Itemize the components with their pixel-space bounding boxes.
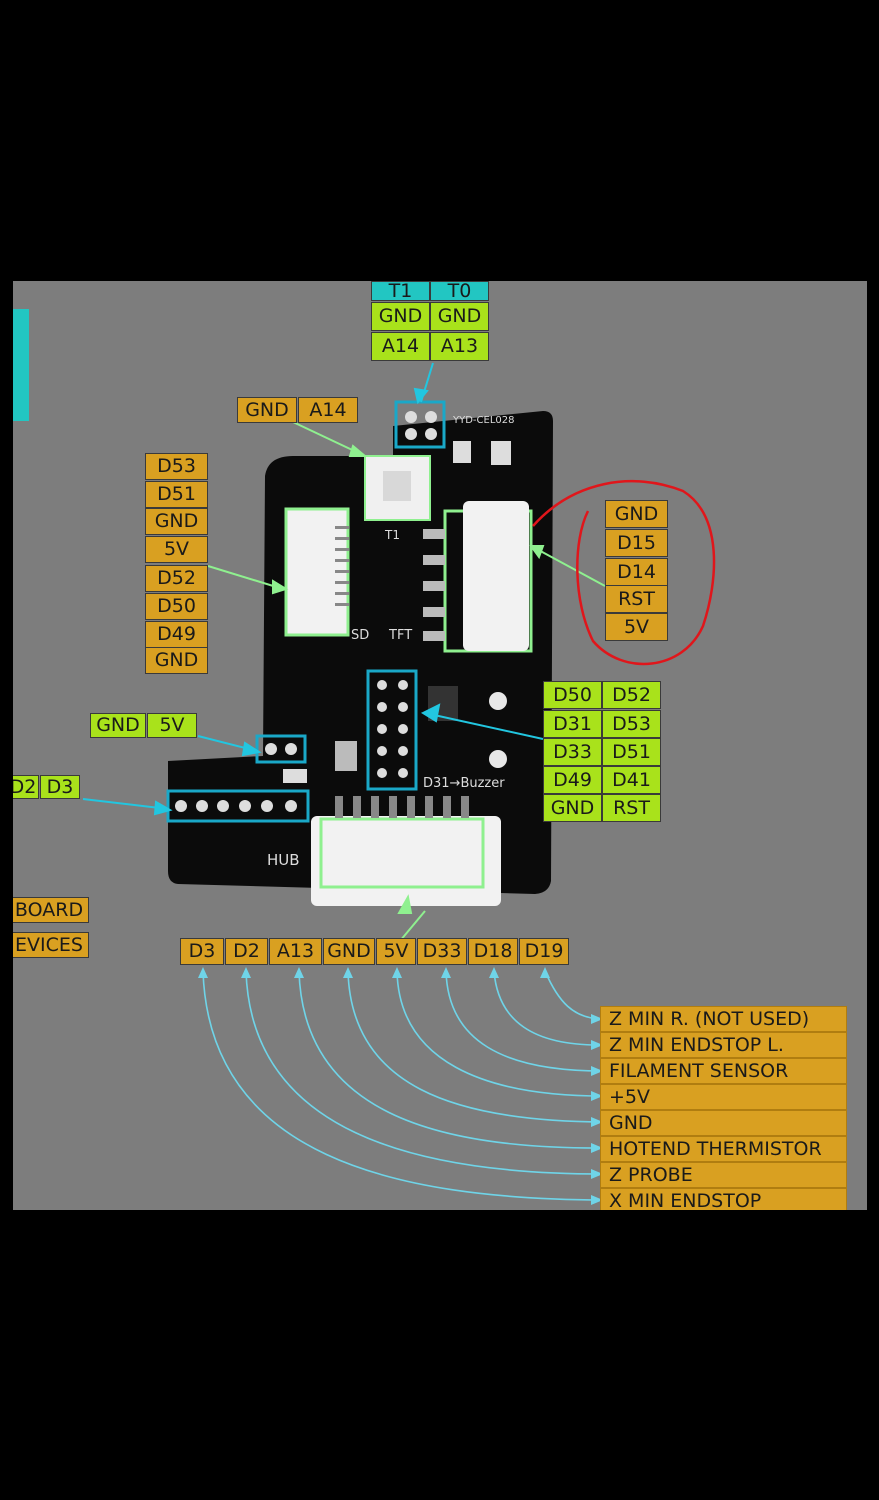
tft-pin-label: D14 (605, 558, 668, 586)
pcb-board (168, 411, 553, 894)
expansion-pin-label: D50 (543, 681, 602, 709)
t1-pin-label: A14 (298, 397, 358, 423)
thermistor-header (394, 400, 446, 449)
side-pin-label: D2 (13, 775, 39, 799)
power-pin-label: GND (90, 713, 146, 738)
thermistor-cell: GND (430, 302, 489, 331)
thermistor-header-t1: T1 (371, 281, 430, 301)
silk-buzzer: D31→Buzzer (423, 776, 505, 791)
tft-pin-label: 5V (605, 613, 668, 641)
hub-wire-arrows (198, 967, 603, 1205)
expansion-pin-label: D52 (602, 681, 661, 709)
hub-pin-label: A13 (269, 938, 322, 965)
hub-function-label: +5V (600, 1084, 847, 1110)
sd-pin-label: GND (145, 508, 208, 535)
tft-pin-label: GND (605, 500, 668, 528)
diagram-panel: YYD-CEL028 T1 SD TFT (13, 281, 867, 1210)
silk-sd: SD (351, 628, 369, 643)
power-header (255, 734, 307, 764)
thermistor-header-t0: T0 (430, 281, 489, 301)
thermistor-cell: A13 (430, 332, 489, 361)
expansion-pin-label: D33 (543, 738, 602, 766)
pcb-diagram: YYD-CEL028 T1 SD TFT (13, 309, 716, 1205)
tft-pins (423, 529, 445, 641)
expansion-pin-label: D53 (602, 710, 661, 738)
hub-function-label: Z MIN R. (NOT USED) (600, 1006, 847, 1032)
tft-pin-label: D15 (605, 529, 668, 557)
expansion-header (366, 669, 418, 791)
hub-function-label: FILAMENT SENSOR (600, 1058, 847, 1084)
hub-wires (202, 970, 604, 1201)
sd-pin-label: GND (145, 647, 208, 674)
left-label: BOARD (13, 897, 89, 923)
hub-pin-label: 5V (376, 938, 416, 965)
thermistor-cell: A14 (371, 332, 430, 361)
tft-pin-label: RST (605, 585, 668, 613)
side-header (166, 789, 310, 823)
t1-pin-label: GND (237, 397, 297, 423)
thermistor-cell: GND (371, 302, 430, 331)
expansion-pin-label: D31 (543, 710, 602, 738)
hub-function-label: GND (600, 1110, 847, 1136)
hub-pin-label: D2 (225, 938, 268, 965)
sd-connector-pins (335, 526, 349, 606)
silk-t1: T1 (384, 528, 400, 542)
sd-pin-label: D52 (145, 565, 208, 592)
sd-pin-label: D51 (145, 481, 208, 508)
hub-pin-label: D33 (417, 938, 467, 965)
silk-tft: TFT (388, 628, 412, 643)
expansion-pin-label: D51 (602, 738, 661, 766)
board-model-text: YYD-CEL028 (452, 415, 514, 426)
expansion-pin-label: D41 (602, 766, 661, 794)
hub-pin-label: D3 (180, 938, 224, 965)
sd-pin-label: 5V (145, 536, 208, 563)
hub-pin-label: GND (323, 938, 375, 965)
expansion-pin-label: RST (602, 794, 661, 822)
side-pin-label: D3 (40, 775, 80, 799)
hub-function-label: HOTEND THERMISTOR (600, 1136, 847, 1162)
expansion-pin-label: D49 (543, 766, 602, 794)
expansion-pin-label: GND (543, 794, 602, 822)
left-cyan-strip (13, 309, 29, 421)
power-pin-label: 5V (147, 713, 197, 738)
sd-pin-label: D53 (145, 453, 208, 480)
hub-connector (319, 817, 485, 889)
hub-function-label: Z PROBE (600, 1162, 847, 1188)
green-pointers (207, 421, 606, 942)
hub-function-label: Z MIN ENDSTOP L. (600, 1032, 847, 1058)
sd-pin-label: D50 (145, 593, 208, 620)
silk-hub: HUB (267, 851, 300, 869)
hub-pin-label: D18 (468, 938, 518, 965)
sd-pin-label: D49 (145, 621, 208, 648)
cyan-pointers (82, 362, 544, 816)
highlight-circle (532, 480, 716, 666)
hub-pin-label: D19 (519, 938, 569, 965)
left-label: EVICES (13, 932, 89, 958)
hub-function-label: X MIN ENDSTOP (600, 1188, 847, 1210)
